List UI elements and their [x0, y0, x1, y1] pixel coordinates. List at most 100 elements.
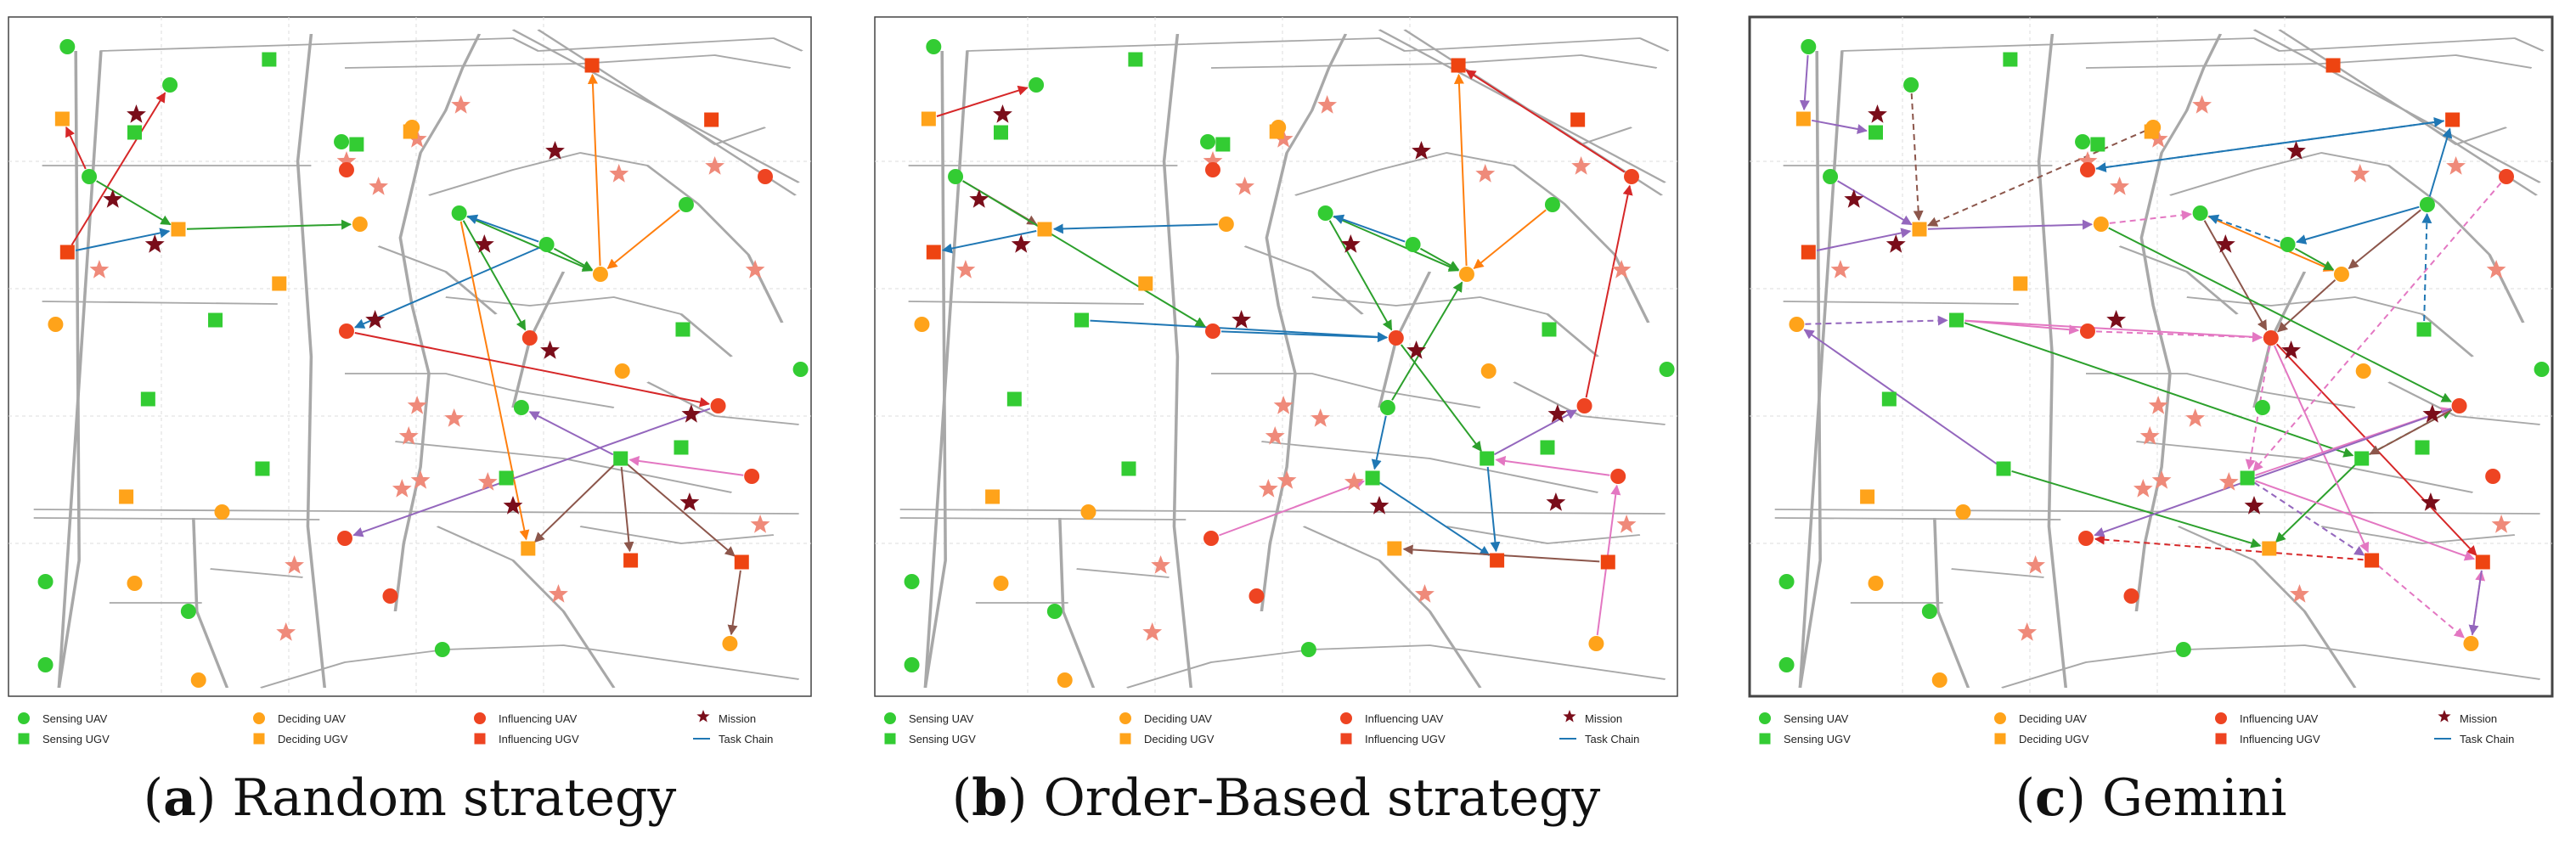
mission-star: [993, 104, 1012, 123]
agents: [904, 39, 1675, 688]
deciding-uav-marker: [352, 217, 368, 232]
mission-star: [503, 496, 523, 515]
mission-star: [2192, 95, 2212, 114]
mission-star: [369, 177, 388, 195]
sensing-ugv-marker: [349, 137, 364, 152]
sensing-uav-marker: [513, 400, 529, 415]
influencing-uav-marker: [1576, 398, 1592, 413]
influencing-uav-marker: [2079, 323, 2095, 339]
influencing-uav-marker: [338, 162, 354, 177]
deciding-uav-legend-icon: [1994, 712, 2006, 724]
mission-star: [1142, 622, 1163, 641]
deciding-uav-marker: [1080, 504, 1096, 520]
task-chain-arrow: [1803, 329, 1998, 465]
influencing-ugv-legend-label: Influencing UGV: [1365, 733, 1446, 745]
sensing-uav-marker: [59, 39, 76, 54]
mission-star: [1340, 234, 1361, 253]
deciding-ugv-legend-icon: [1994, 733, 2006, 745]
task-chain-arrow: [1805, 315, 1948, 326]
influencing-ugv-marker: [2325, 58, 2341, 73]
task-chain-arrow: [1495, 456, 1610, 476]
road-network: [33, 29, 803, 689]
road: [923, 50, 947, 689]
task-chain-arrow: [2203, 220, 2268, 331]
sensing-uav-marker: [334, 134, 350, 149]
road: [57, 50, 81, 689]
sensing-uav-marker: [1778, 574, 1795, 589]
influencing-uav-legend-icon: [1340, 712, 1352, 724]
task-chain-arrow: [553, 247, 594, 271]
influencing-uav-legend-label: Influencing UAV: [499, 712, 578, 725]
sensing-uav-marker: [1200, 134, 1216, 149]
road: [1211, 373, 1481, 408]
mission-star: [2077, 151, 2098, 170]
sensing-ugv-marker: [1365, 470, 1380, 486]
influencing-uav-marker: [744, 469, 760, 484]
sensing-ugv-marker: [1128, 52, 1143, 67]
task-chain-arrow: [1391, 281, 1463, 401]
task-chain-arrow: [626, 463, 736, 557]
road: [2320, 526, 2516, 544]
mission-star: [410, 470, 431, 489]
task-chain-arrow: [2253, 481, 2365, 556]
influencing-ugv-marker: [704, 112, 719, 127]
mission-star: [745, 260, 765, 278]
deciding-ugv-marker: [272, 276, 287, 291]
sensing-uav-legend-icon: [884, 712, 896, 724]
road: [2001, 644, 2541, 689]
mission-star: [1611, 260, 1632, 278]
mission-star: [392, 479, 412, 498]
sensing-ugv-marker: [1869, 125, 1883, 140]
influencing-uav-marker: [2451, 398, 2467, 413]
sensing-uav-marker: [2192, 205, 2208, 221]
sensing-uav-legend-label: Sensing UAV: [42, 712, 108, 725]
task-chain-arrow: [466, 216, 594, 272]
road: [579, 526, 775, 544]
sensing-uav-marker: [678, 197, 694, 212]
road: [33, 509, 799, 515]
task-chain-arrow: [1371, 415, 1387, 470]
mission-star: [1232, 310, 1252, 329]
sensing-ugv-marker: [499, 470, 514, 486]
road: [1446, 526, 1641, 544]
mission-star: [2281, 340, 2301, 359]
sensing-ugv-marker: [613, 451, 628, 466]
task-chain-arrow: [354, 332, 710, 408]
mission-star: [1571, 156, 1591, 175]
deciding-uav-marker: [1588, 636, 1604, 651]
sensing-uav-marker: [1801, 39, 1817, 54]
mission-star: [276, 622, 296, 641]
sensing-ugv-marker: [1074, 312, 1090, 328]
task-chain-arrow: [2252, 182, 2502, 472]
road: [908, 301, 1144, 305]
influencing-ugv-legend-icon: [474, 733, 486, 745]
sensing-ugv-marker: [1881, 391, 1897, 407]
sensing-ugv-marker: [2003, 52, 2018, 67]
sensing-ugv-marker: [1540, 440, 1555, 455]
sensing-uav-marker: [2534, 362, 2550, 377]
road: [260, 644, 800, 689]
sensing-ugv-marker: [2354, 451, 2370, 466]
mission-star: [285, 555, 304, 574]
task-chain-arrow: [70, 92, 166, 246]
road: [1774, 517, 2061, 520]
sensing-uav-marker: [1317, 205, 1333, 221]
task-chain-legend-label: Task Chain: [1585, 733, 1639, 745]
influencing-uav-marker: [2499, 169, 2514, 184]
map-frame: [1748, 15, 2554, 698]
influencing-ugv-legend-label: Influencing UGV: [499, 733, 579, 745]
deciding-uav-marker: [1868, 576, 1884, 591]
task-chain-arrow: [1927, 219, 2093, 230]
task-chain-arrow: [1927, 130, 2146, 227]
sensing-uav-marker: [1544, 197, 1560, 212]
road: [1076, 568, 1170, 578]
road: [646, 381, 799, 425]
influencing-uav-marker: [1624, 169, 1639, 184]
deciding-uav-marker: [2463, 636, 2479, 651]
deciding-uav-marker: [914, 317, 930, 332]
mission-star: [2185, 408, 2206, 427]
sensing-ugv-marker: [675, 322, 691, 337]
mission-star: [955, 260, 976, 278]
